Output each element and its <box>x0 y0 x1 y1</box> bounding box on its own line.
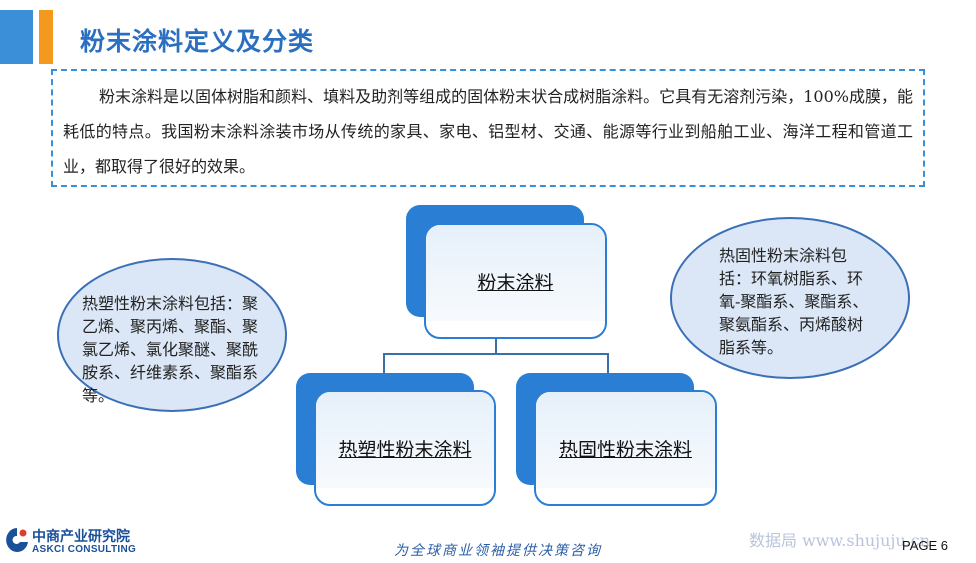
thermoset-label: 热固性粉末涂料 <box>558 438 692 461</box>
connector-horizontal <box>383 353 609 355</box>
root-box: 粉末涂料 <box>424 223 607 339</box>
page-number: PAGE 6 <box>902 538 949 553</box>
thermoplastic-box: 热塑性粉末涂料 <box>314 390 496 506</box>
thermoset-note-text: 热固性粉末涂料包括：环氧树脂系、环氧-聚酯系、聚酯系、聚氨酯系、丙烯酸树脂系等。 <box>719 246 869 357</box>
thermoset-box: 热固性粉末涂料 <box>534 390 717 506</box>
thermoplastic-note-text: 热塑性粉末涂料包括：聚乙烯、聚丙烯、聚酯、聚氯乙烯、氯化聚醚、聚酰胺系、纤维素系… <box>82 294 259 405</box>
thermoplastic-note-ellipse <box>57 258 287 412</box>
footer-slogan: 为全球商业领袖提供决策咨询 <box>394 543 602 559</box>
thermoplastic-label: 热塑性粉末涂料 <box>338 438 472 461</box>
root-label: 粉末涂料 <box>477 271 554 294</box>
connector-left-down <box>383 353 385 374</box>
watermark-text: 数据局 www.shujuju.cn <box>749 531 931 550</box>
definition-box: 粉末涂料是以固体树脂和颜料、填料及助剂等组成的固体粉末状合成树脂涂料。它具有无溶… <box>51 69 925 187</box>
header-accent-orange <box>39 10 53 64</box>
page-title: 粉末涂料定义及分类 <box>80 27 315 56</box>
connector-right-down <box>607 353 609 374</box>
header-accent-blue <box>0 10 33 64</box>
thermoset-note-ellipse <box>670 217 910 379</box>
logo-english-name: ASKCI CONSULTING <box>32 544 137 555</box>
logo-chinese-name: 中商产业研究院 <box>32 529 130 545</box>
definition-text: 粉末涂料是以固体树脂和颜料、填料及助剂等组成的固体粉末状合成树脂涂料。它具有无溶… <box>63 87 913 176</box>
askci-logo-icon <box>6 528 28 552</box>
